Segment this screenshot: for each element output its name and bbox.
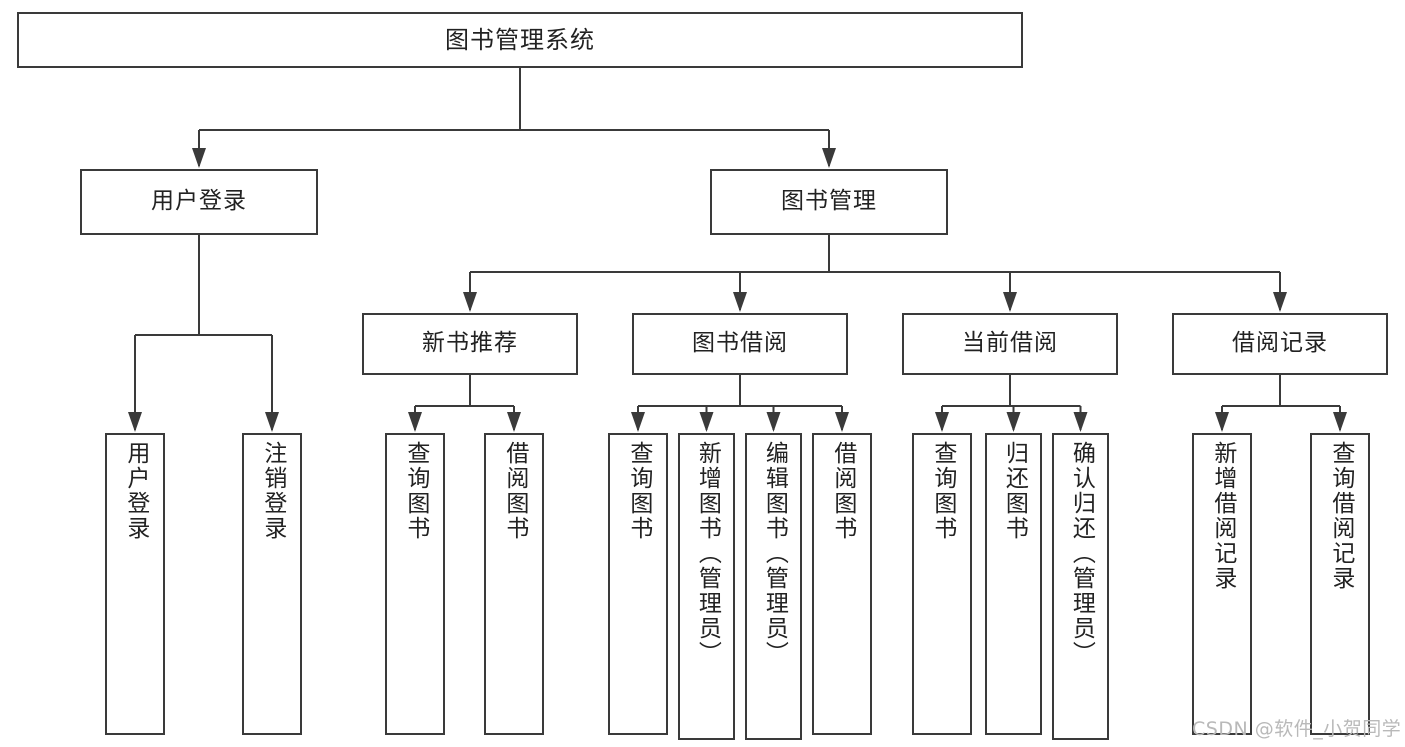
node-leaf-query-book-borrow[interactable]: 查询图书 [608,433,668,735]
arrowhead-icon [1073,412,1088,432]
node-label: 注销登录 [259,441,286,541]
arrowhead-icon [699,412,714,432]
arrowhead-icon [463,292,477,312]
node-new-book-rec[interactable]: 新书推荐 [362,313,578,375]
node-label: 用户登录 [122,441,149,541]
arrowhead-icon [1273,292,1287,312]
node-label: 查询图书 [929,441,956,541]
node-label: 当前借阅 [962,330,1058,357]
arrowhead-icon [766,412,781,432]
arrowhead-icon [1006,412,1021,432]
node-label: 新增借阅记录 [1209,441,1236,591]
node-leaf-confirm-return-admin[interactable]: 确认归还（管理员） [1052,433,1109,740]
arrowhead-icon [733,292,747,312]
node-leaf-user-login[interactable]: 用户登录 [105,433,165,735]
node-label: 查询图书 [625,441,652,541]
arrowhead-icon [1003,292,1017,312]
node-user-login[interactable]: 用户登录 [80,169,318,235]
node-label: 编辑图书（管理员） [761,441,788,666]
arrowhead-icon [1333,412,1347,432]
arrowhead-icon [935,412,949,432]
node-leaf-add-book-admin[interactable]: 新增图书（管理员） [678,433,735,740]
node-label: 借阅记录 [1232,330,1328,357]
node-label: 借阅图书 [829,441,856,541]
node-label: 图书管理 [781,188,877,215]
node-leaf-borrow-book[interactable]: 借阅图书 [812,433,872,735]
node-label: 新书推荐 [422,330,518,357]
node-leaf-query-borrow-record[interactable]: 查询借阅记录 [1310,433,1370,735]
node-label: 图书借阅 [692,330,788,357]
node-current-borrow[interactable]: 当前借阅 [902,313,1118,375]
arrowhead-icon [631,412,645,432]
watermark-label: CSDN @软件_小贺同学 [1192,718,1402,740]
node-leaf-edit-book-admin[interactable]: 编辑图书（管理员） [745,433,802,740]
node-root[interactable]: 图书管理系统 [17,12,1023,68]
node-leaf-user-logout[interactable]: 注销登录 [242,433,302,735]
node-label: 确认归还（管理员） [1068,441,1095,666]
node-label: 用户登录 [151,188,247,215]
arrowhead-icon [1215,412,1229,432]
node-leaf-borrow-book-rec[interactable]: 借阅图书 [484,433,544,735]
node-label: 新增图书（管理员） [694,441,721,666]
node-book-manage[interactable]: 图书管理 [710,169,948,235]
arrowhead-icon [507,412,521,432]
node-label: 查询借阅记录 [1327,441,1354,591]
node-book-borrow[interactable]: 图书借阅 [632,313,848,375]
arrowhead-icon [265,412,279,432]
node-label: 图书管理系统 [445,25,595,54]
node-borrow-record[interactable]: 借阅记录 [1172,313,1388,375]
node-label: 借阅图书 [501,441,528,541]
arrowhead-icon [408,412,422,432]
node-label: 查询图书 [402,441,429,541]
arrowhead-icon [835,412,849,432]
node-label: 归还图书 [1001,441,1028,541]
arrowhead-icon [822,148,836,168]
arrowhead-icon [192,148,206,168]
node-leaf-add-borrow-record[interactable]: 新增借阅记录 [1192,433,1252,735]
arrowhead-icon [128,412,142,432]
node-leaf-query-book-current[interactable]: 查询图书 [912,433,972,735]
node-leaf-query-book-rec[interactable]: 查询图书 [385,433,445,735]
node-leaf-return-book[interactable]: 归还图书 [985,433,1042,735]
